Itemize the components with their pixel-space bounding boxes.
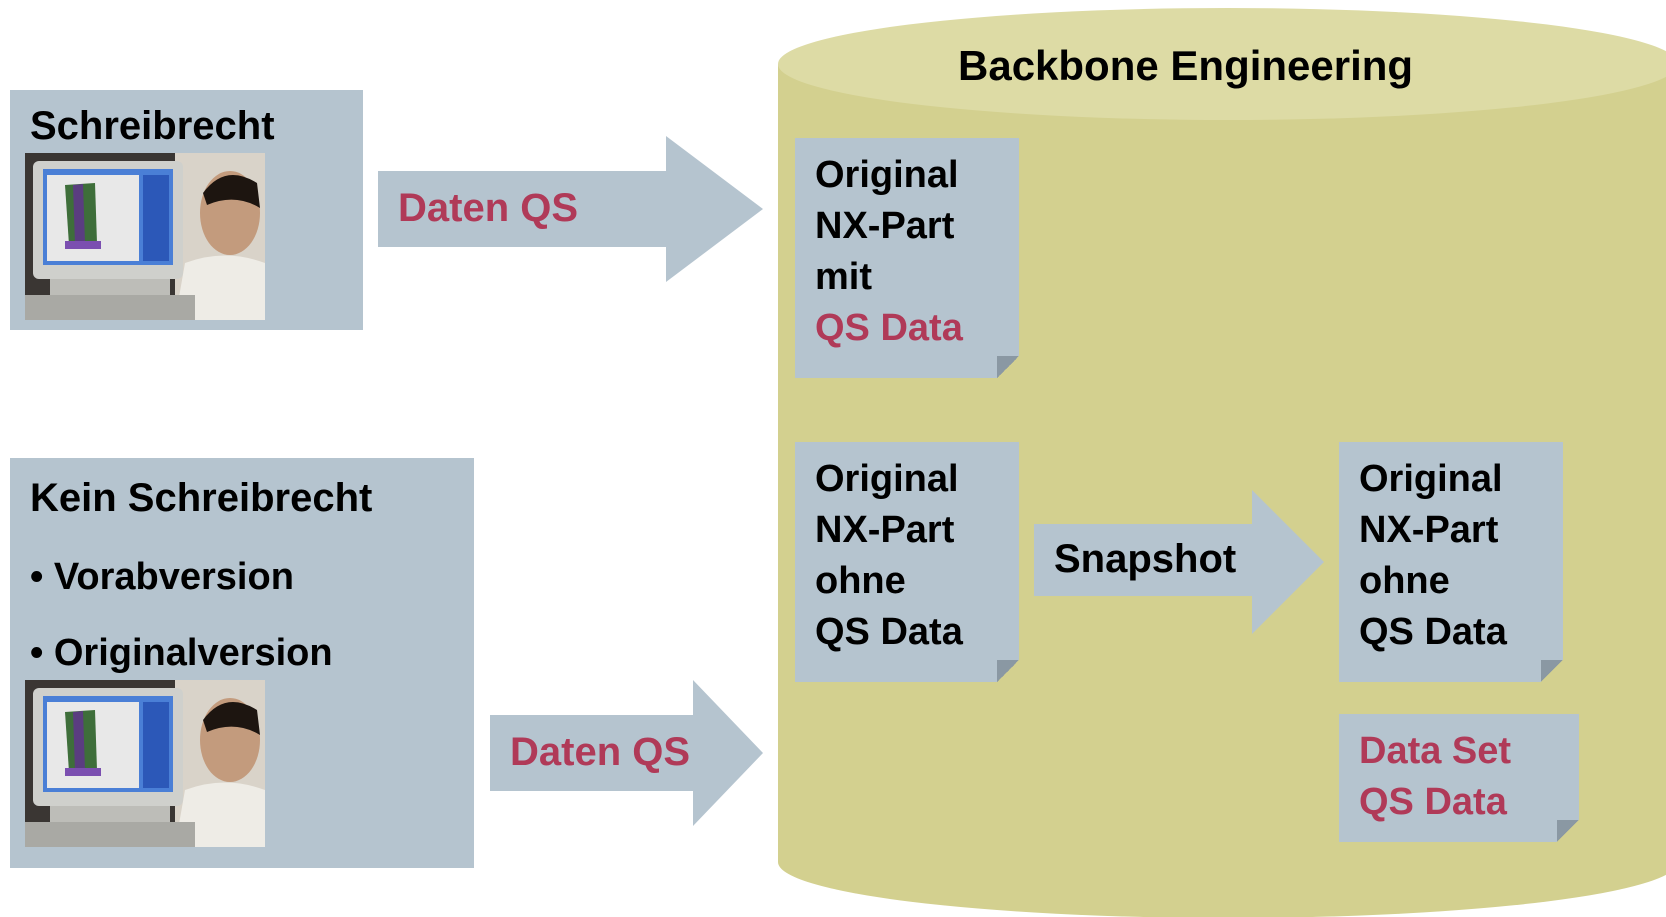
- bullet-pre-version: • Vorabversion: [30, 556, 294, 598]
- note-line: NX-Part: [815, 509, 955, 551]
- snapshot-arrow: [1034, 490, 1324, 634]
- note-line: mit: [815, 256, 872, 298]
- note-line: QS Data: [1359, 781, 1507, 823]
- no-write-access-title: Kein Schreibrecht: [30, 476, 373, 520]
- note-line: Original: [1359, 458, 1503, 500]
- note-line: QS Data: [1359, 611, 1507, 653]
- no-write-access-panel: Kein Schreibrecht • Vorabversion • Origi…: [10, 458, 474, 868]
- write-access-title: Schreibrecht: [30, 104, 275, 148]
- note-line: ohne: [1359, 560, 1450, 602]
- data-qs-label-bottom: Daten QS: [510, 730, 691, 774]
- note-line-highlight: QS Data: [815, 307, 963, 349]
- note-line: QS Data: [815, 611, 963, 653]
- data-qs-arrow-bottom: [490, 680, 763, 826]
- write-access-panel: Schreibrecht: [10, 90, 363, 330]
- note-line: Original: [815, 458, 959, 500]
- note-line: NX-Part: [815, 205, 955, 247]
- data-qs-arrow-top: [378, 136, 763, 282]
- bullet-original-version: • Originalversion: [30, 632, 333, 674]
- data-set-qs-note: Data Set QS Data: [1339, 714, 1579, 842]
- note-line: NX-Part: [1359, 509, 1499, 551]
- snapshot-label: Snapshot: [1054, 537, 1237, 581]
- user-at-workstation-image: [25, 153, 265, 320]
- note-line: Original: [815, 154, 959, 196]
- note-line: Data Set: [1359, 730, 1512, 772]
- data-qs-label-top: Daten QS: [398, 186, 579, 230]
- database-title: Backbone Engineering: [958, 42, 1414, 89]
- nx-part-with-qs-note: Original NX-Part mit QS Data: [795, 138, 1019, 378]
- note-line: ohne: [815, 560, 906, 602]
- nx-part-without-qs-note: Original NX-Part ohne QS Data: [795, 442, 1019, 682]
- snapshot-result-note: Original NX-Part ohne QS Data: [1339, 442, 1563, 682]
- user-at-workstation-image: [25, 680, 265, 847]
